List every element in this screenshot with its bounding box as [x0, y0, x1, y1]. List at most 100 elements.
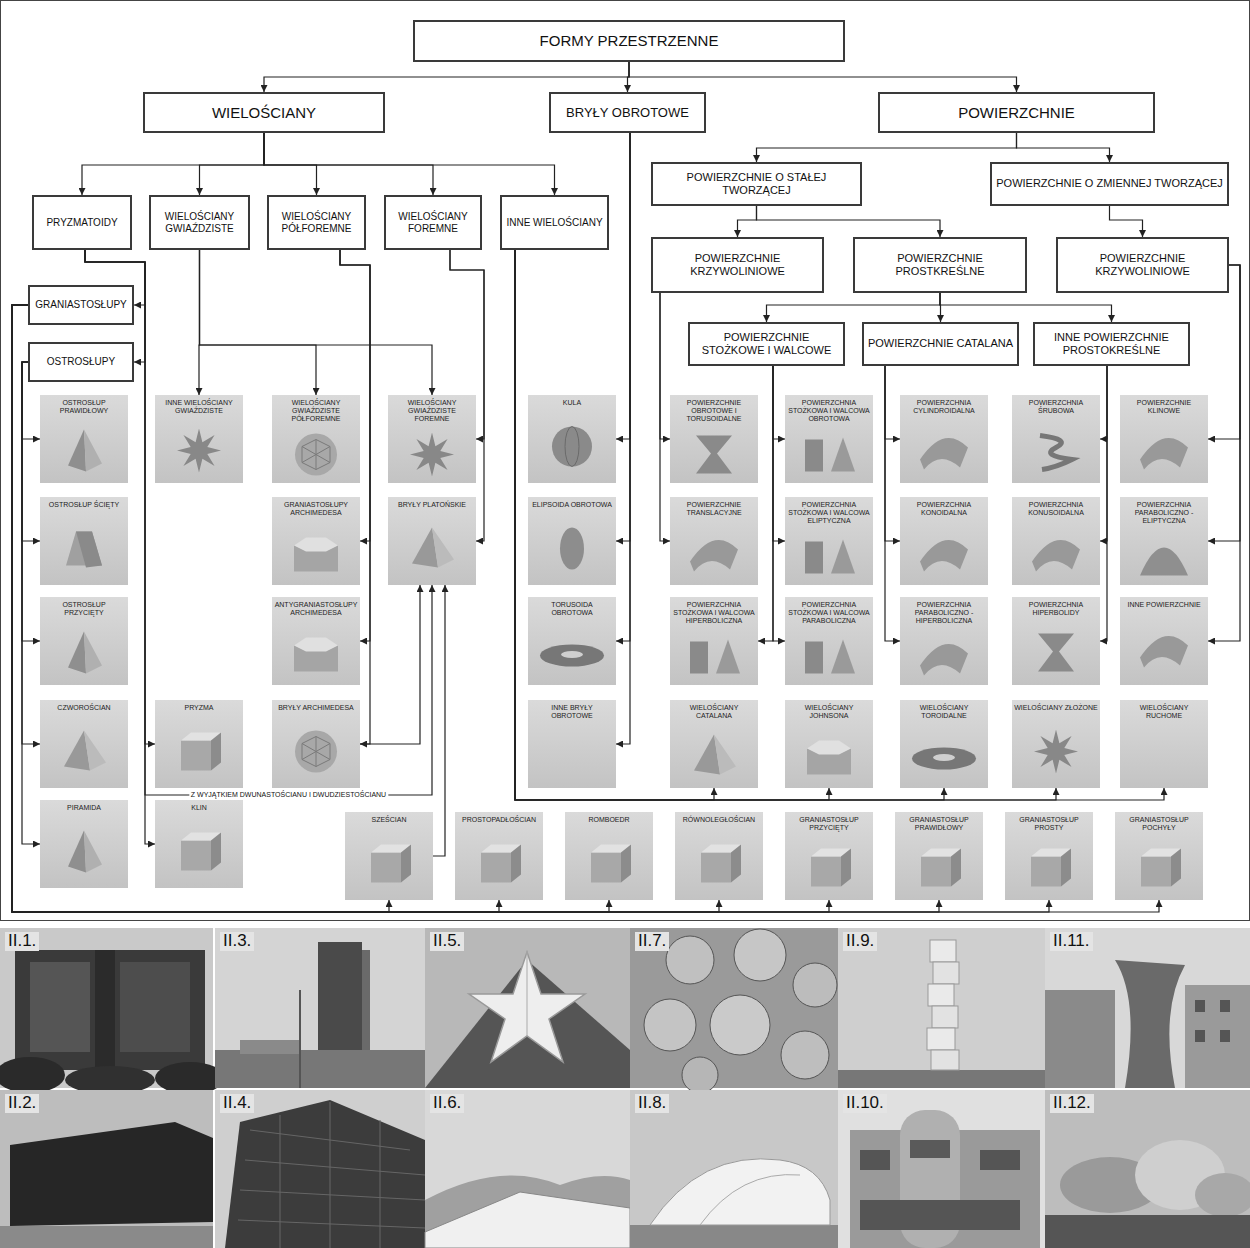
shape-illustration [1120, 613, 1208, 682]
node-label: SZEŚCIAN [347, 816, 431, 824]
connector-arrow [433, 585, 445, 856]
shape-illustration [40, 419, 128, 480]
shape-illustration [68, 632, 102, 674]
shape-illustration [1012, 419, 1100, 480]
connector-arrow [767, 293, 941, 322]
shape-illustration [1032, 540, 1080, 572]
shape-illustration [40, 513, 128, 582]
node-label: BRYŁY PLATOŃSKIE [390, 501, 474, 509]
connector-arrow [758, 366, 773, 641]
shape-illustration [565, 828, 653, 897]
node-label: PRYZMA [157, 704, 241, 712]
node-label: POWIERZCHNIE KRZYWOLINIOWE [1061, 252, 1224, 278]
form-thumbnail: ELIPSOIDA OBROTOWA [528, 497, 616, 585]
building-photo [1045, 928, 1250, 1088]
node-label: POWIERZCHNIA HIPERBOLIDY [1014, 601, 1098, 617]
shape-illustration [670, 521, 758, 582]
form-thumbnail: POWIERZCHNIE OBROTOWE I TORUSOIDALNE [670, 395, 758, 483]
node-label: POWIERZCHNIE STOŻKOWE I WALCOWE [693, 331, 840, 357]
form-thumbnail: GRANIASTOSŁUP PRZYCIĘTY [785, 812, 873, 900]
category-box: INNE WIELOŚCIANY [500, 195, 609, 250]
connector-arrow [200, 250, 433, 395]
category-box: POWIERZCHNIE KRZYWOLINIOWE [651, 237, 824, 293]
form-thumbnail: PROSTOPADŁOŚCIAN [455, 812, 543, 900]
shape-illustration [900, 521, 988, 582]
building-photo [838, 928, 1045, 1088]
form-thumbnail: WIELOŚCIANY JOHNSONA [785, 700, 873, 788]
building-photo [215, 1090, 425, 1248]
form-thumbnail: POWIERZCHNIA STOŻKOWA I WALCOWA PARABOLI… [785, 597, 873, 685]
shape-illustration [64, 731, 106, 771]
shape-illustration [696, 436, 732, 474]
node-label: POWIERZCHNIE KRZYWOLINIOWE [656, 252, 819, 278]
shape-illustration [528, 513, 616, 582]
node-label: RÓWNOLEGŁOŚCIAN [677, 816, 761, 824]
building-photo [425, 928, 630, 1088]
node-label: GRANIASTOSŁUPY ARCHIMEDESA [274, 501, 358, 517]
form-thumbnail: OSTROSŁUP PRZYCIĘTY [40, 597, 128, 685]
connector-arrow [885, 366, 900, 541]
shape-illustration [895, 836, 983, 897]
shape-illustration [528, 411, 616, 480]
node-label: POWIERZCHNIA ŚRUBOWA [1014, 399, 1098, 415]
node-label: POWIERZCHNIE TRANSLACYJNE [672, 501, 756, 517]
shape-illustration [40, 716, 128, 785]
form-thumbnail: POWIERZCHNIA HIPERBOLIDY [1012, 597, 1100, 685]
node-label: POWIERZCHNIE O STAŁEJ TWORZĄCEJ [656, 171, 857, 197]
node-label: WIELOŚCIANY JOHNSONA [787, 704, 871, 720]
form-thumbnail: WIELOŚCIANY ZŁOŻONE [1012, 700, 1100, 788]
connector-arrow [360, 585, 420, 744]
node-label: OSTROSŁUP ŚCIĘTY [42, 501, 126, 509]
shape-illustration [785, 836, 873, 897]
node-label: INNE BRYŁY OBROTOWE [530, 704, 614, 720]
form-thumbnail: KLIN [155, 800, 243, 888]
node-label: OSTROSŁUP PRZYCIĘTY [42, 601, 126, 617]
form-thumbnail: INNE BRYŁY OBROTOWE [528, 700, 616, 788]
shape-illustration [272, 716, 360, 785]
edge-label: Z WYJĄTKIEM DWUNASTOŚCIANU I DWUDZIESTOŚ… [189, 791, 388, 799]
node-label: POWIERZCHNIA PARABOLICZNO - ELIPTYCZNA [1122, 501, 1206, 525]
node-label: POWIERZCHNIA STOŻKOWA I WALCOWA HIPERBOL… [672, 601, 756, 625]
shape-illustration [920, 644, 968, 676]
building-photo [0, 928, 225, 1094]
node-label: WIELOŚCIANY [148, 104, 380, 122]
connector-arrow [264, 133, 317, 195]
node-label: INNE POWIERZCHNIE [1122, 601, 1206, 609]
node-label: GRANIASTOSŁUP PRZYCIĘTY [787, 816, 871, 832]
photo-label: II.7. [635, 932, 669, 951]
shape-illustration [155, 816, 243, 885]
photo-label: II.8. [635, 1094, 669, 1113]
form-thumbnail: POWIERZCHNIA STOŻKOWA I WALCOWA HIPERBOL… [670, 597, 758, 685]
connector-arrow [1110, 206, 1143, 237]
connector-arrow [12, 305, 1159, 912]
shape-illustration [40, 621, 128, 682]
shape-illustration [1141, 849, 1181, 887]
shape-illustration [785, 724, 873, 785]
shape-illustration [1115, 836, 1203, 897]
connector-arrow [1100, 366, 1107, 439]
shape-illustration [1120, 419, 1208, 480]
connector-arrow [1017, 133, 1110, 162]
node-label: WIELOŚCIANY FOREMNE [389, 211, 477, 235]
shape-illustration [785, 629, 873, 682]
category-box: POWIERZCHNIE KRZYWOLINIOWE [1056, 237, 1229, 293]
photo-label: II.1. [5, 932, 39, 951]
connector-arrow [22, 362, 40, 844]
form-thumbnail: ROMBOEDR [565, 812, 653, 900]
shape-illustration [807, 741, 851, 775]
form-thumbnail: POWIERZCHNIA KONUSOIDALNA [1012, 497, 1100, 585]
node-label: POWIERZCHNIA KONUSOIDALNA [1014, 501, 1098, 517]
node-label: WIELOŚCIANY GWIAŹDZISTE FOREMNE [390, 399, 474, 423]
connector-arrow [629, 62, 1017, 92]
shape-illustration [295, 434, 337, 476]
form-thumbnail: POWIERZCHNIE TRANSLACYJNE [670, 497, 758, 585]
connector-arrow [12, 305, 609, 912]
shape-illustration [694, 735, 736, 775]
shape-illustration [675, 828, 763, 897]
category-box: OSTROSŁUPY [28, 342, 134, 382]
connector-arrow [757, 206, 941, 237]
connector-arrow [82, 133, 264, 195]
form-thumbnail: POWIERZCHNIA PARABOLICZNO - ELIPTYCZNA [1120, 497, 1208, 585]
form-thumbnail: WIELOŚCIANY CATALANA [670, 700, 758, 788]
photo-label: II.5. [430, 932, 464, 951]
